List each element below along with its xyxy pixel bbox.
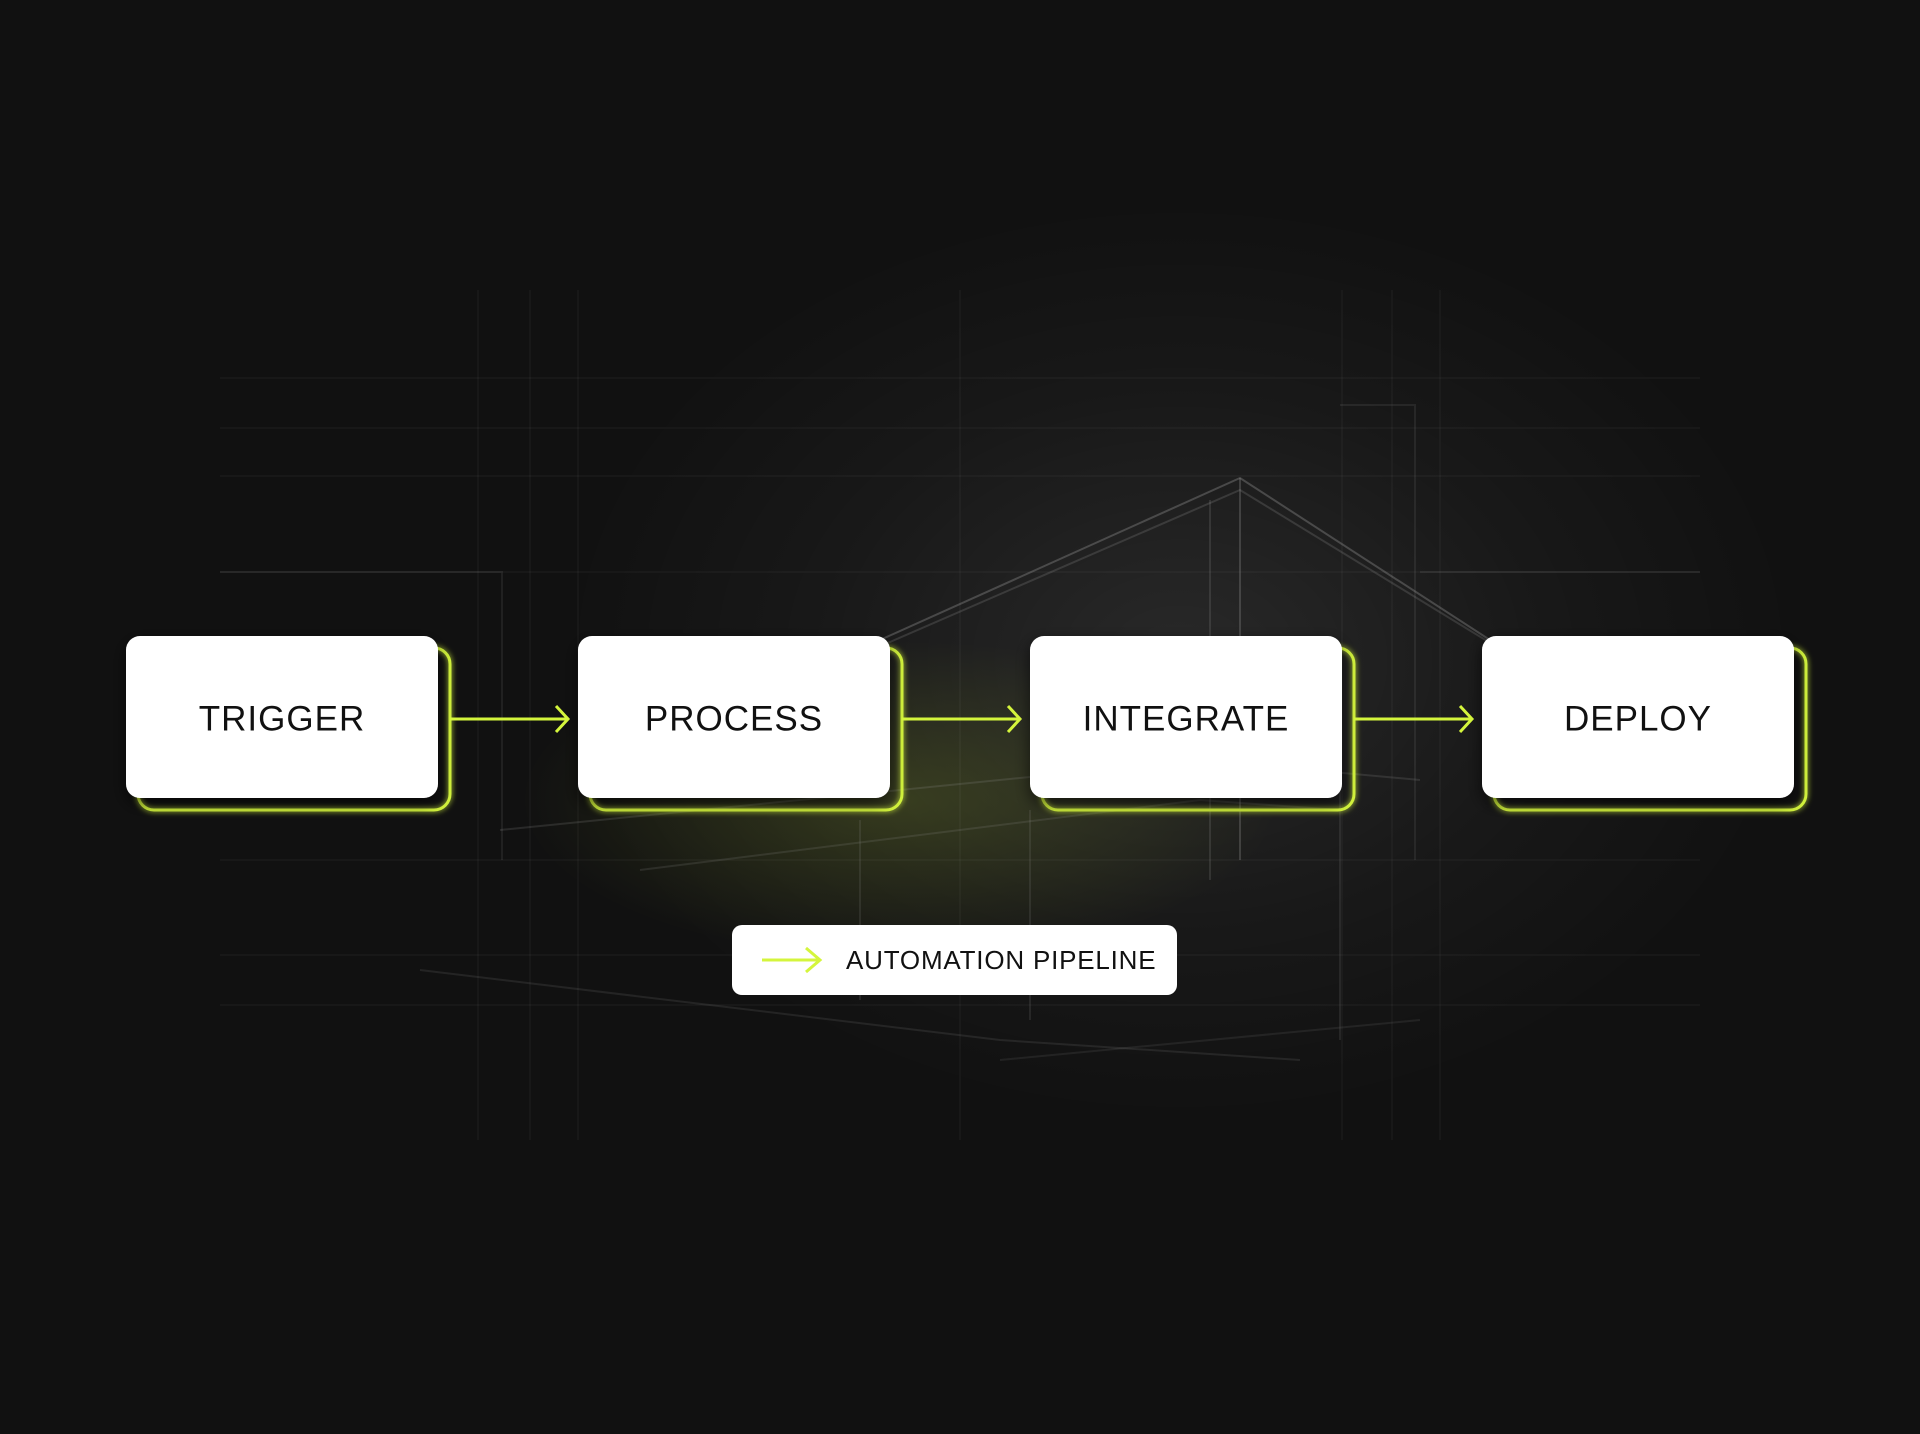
arrow-right-icon [1354, 704, 1475, 734]
step-deploy-label: DEPLOY [1564, 700, 1712, 739]
step-trigger-label: TRIGGER [199, 700, 365, 739]
step-integrate-label: INTEGRATE [1083, 700, 1290, 739]
step-integrate-card [1030, 636, 1342, 798]
step-deploy-card [1482, 636, 1794, 798]
step-trigger: TRIGGER [126, 636, 452, 812]
pipeline-connectors [450, 704, 1475, 734]
pipeline-steps: TRIGGER PROCESS INTEGRATE DEPLOY [126, 636, 1808, 812]
arrow-right-icon [450, 704, 571, 734]
connector-arrowhead [1458, 704, 1475, 734]
step-deploy: DEPLOY [1482, 636, 1808, 812]
connector-arrowhead [1006, 704, 1023, 734]
step-process-label: PROCESS [645, 700, 823, 739]
step-integrate: INTEGRATE [1030, 636, 1356, 812]
arrow-right-icon [902, 704, 1023, 734]
connector-arrowhead [554, 704, 571, 734]
step-process-card [578, 636, 890, 798]
legend-label: AUTOMATION PIPELINE [846, 944, 1157, 975]
step-trigger-card [126, 636, 438, 798]
arrow-right-icon [762, 946, 823, 974]
legend: AUTOMATION PIPELINE [732, 925, 1177, 995]
step-process: PROCESS [578, 636, 904, 812]
